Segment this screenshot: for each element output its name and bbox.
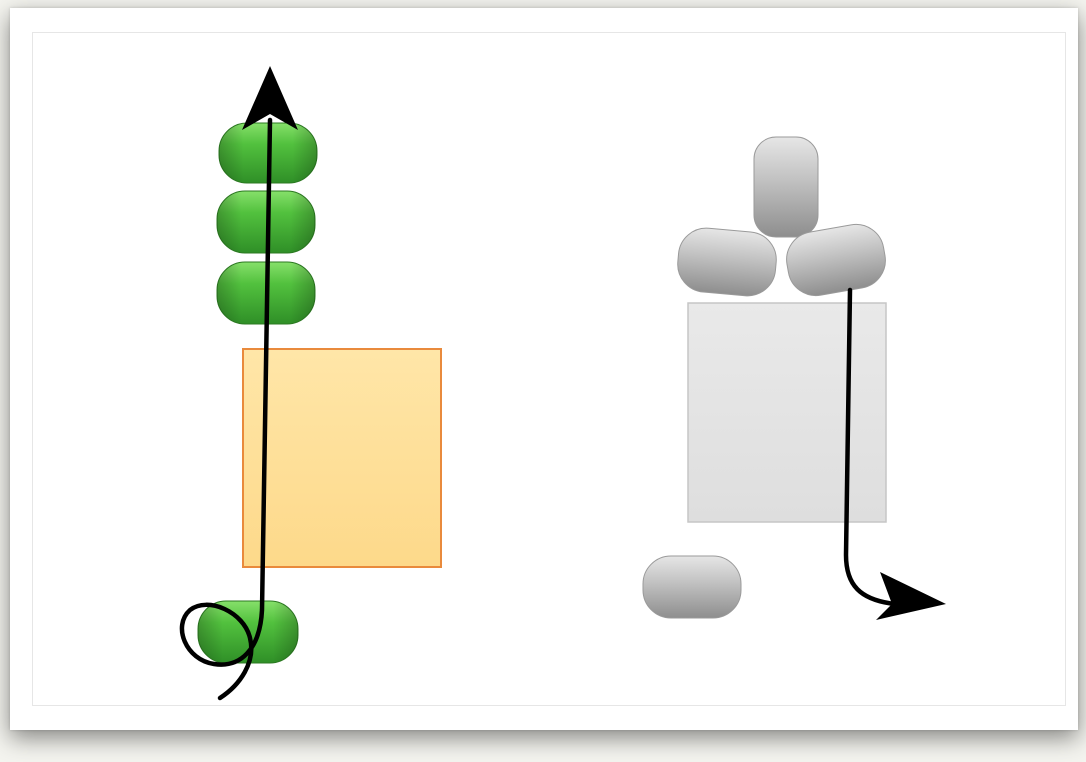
grey-bead [643,556,741,618]
right-panel [643,137,946,620]
orange-box [243,349,441,567]
left-panel [182,66,441,698]
right-arrowhead-icon [876,572,946,620]
grey-bead [754,137,818,237]
grey-box [688,303,886,522]
grey-bead [675,226,778,298]
